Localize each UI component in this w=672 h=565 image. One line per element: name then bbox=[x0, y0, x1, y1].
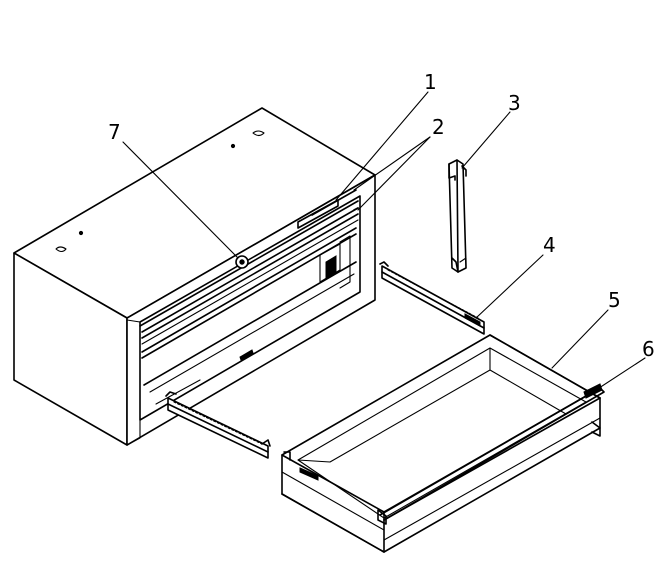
drawer bbox=[281, 334, 605, 553]
callout-4: 4 bbox=[543, 233, 556, 257]
drawer-slide bbox=[379, 261, 485, 335]
callouts: 1 2 3 4 5 6 7 bbox=[108, 70, 655, 361]
cabinet-front bbox=[126, 174, 376, 446]
leader-2a bbox=[353, 136, 431, 191]
cabinet-front-opening bbox=[139, 195, 361, 421]
callout-5: 5 bbox=[608, 288, 621, 312]
top-slot-left bbox=[55, 246, 67, 253]
callout-7: 7 bbox=[108, 120, 121, 144]
inner-dark-block bbox=[325, 255, 337, 279]
leader-lines bbox=[122, 91, 646, 391]
leader-5 bbox=[551, 309, 609, 369]
top-slot-right bbox=[252, 130, 265, 137]
callout-6: 6 bbox=[642, 337, 655, 361]
callout-3: 3 bbox=[508, 91, 521, 115]
center-handle bbox=[239, 349, 254, 361]
callout-2: 2 bbox=[432, 115, 445, 139]
leader-2b bbox=[357, 136, 431, 211]
drawer-slide-lower-left bbox=[165, 391, 271, 459]
leader-1 bbox=[335, 91, 429, 201]
leader-4 bbox=[475, 254, 544, 319]
leader-7 bbox=[122, 141, 239, 259]
mounting-bracket bbox=[448, 159, 467, 273]
top-hole-left bbox=[78, 230, 84, 236]
tool-chest-cabinet bbox=[13, 107, 376, 446]
leader-6 bbox=[595, 357, 646, 391]
leader-3 bbox=[461, 111, 511, 169]
top-hole-right bbox=[230, 143, 236, 149]
callout-1: 1 bbox=[424, 70, 437, 94]
